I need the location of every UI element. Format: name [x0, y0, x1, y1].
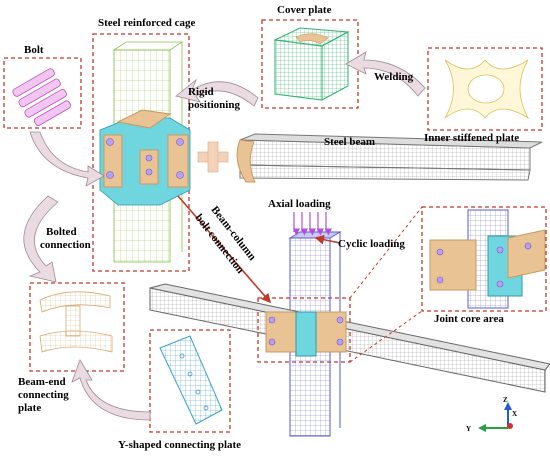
cover-plate-model — [273, 27, 350, 101]
beam-end-plate-model — [39, 291, 113, 353]
axis-z-label: Z — [503, 396, 508, 404]
bolt-box — [3, 57, 82, 129]
label-y-shaped-plate: Y-shaped connecting plate — [118, 439, 242, 451]
axis-x-label: X — [512, 410, 517, 418]
label-bolt: Bolt — [24, 44, 44, 56]
inner-stiffened-plate-model — [444, 59, 530, 120]
arrow-welding — [345, 51, 426, 97]
label-cyclic-loading: Cyclic loading — [338, 238, 405, 250]
label-plate: plate — [18, 402, 42, 414]
steel-cage-box — [92, 33, 190, 272]
long-beam-model — [149, 283, 550, 393]
arrow-y-plate — [71, 359, 151, 421]
flow-arrows — [23, 51, 426, 421]
y-plate-model — [159, 335, 223, 425]
plus-sign — [197, 141, 229, 173]
coordinate-axes: Z X Y — [466, 396, 517, 433]
arrow-rigid-positioning — [175, 78, 259, 107]
red-arrow-assembly — [177, 195, 272, 304]
bolt-model — [12, 68, 72, 126]
red-arrow-cyclic — [314, 234, 341, 245]
label-rigid: Rigid — [188, 86, 214, 98]
label-connecting: connecting — [18, 389, 69, 401]
label-positioning: positioning — [188, 99, 240, 111]
label-connection: connection — [40, 239, 91, 251]
label-inner-stiffened-plate: Inner stiffened plate — [424, 132, 520, 144]
dashed-leaders — [349, 206, 423, 363]
inner-plate-box — [427, 47, 543, 131]
label-beam-end: Beam-end — [18, 376, 66, 388]
label-joint-core-area: Joint core area — [434, 313, 504, 325]
label-cover-plate: Cover plate — [277, 4, 332, 16]
steel-beam-model — [236, 133, 543, 183]
label-steel-beam: Steel beam — [324, 136, 376, 148]
arrow-bolted-connection — [23, 195, 59, 283]
label-steel-cage: Steel reinforced cage — [98, 17, 196, 29]
red-lines — [177, 195, 341, 304]
joint-assembly-model — [99, 109, 191, 206]
joint-model — [265, 311, 347, 357]
joint-core-box — [421, 206, 547, 312]
arrow-bolt — [29, 131, 105, 187]
label-axial-loading: Axial loading — [268, 198, 331, 210]
label-welding: Welding — [374, 71, 414, 83]
axial-loading-arrows — [292, 212, 332, 236]
joint-core-model — [429, 209, 546, 309]
label-bolted: Bolted — [46, 226, 77, 238]
axis-y-label: Y — [466, 425, 471, 433]
